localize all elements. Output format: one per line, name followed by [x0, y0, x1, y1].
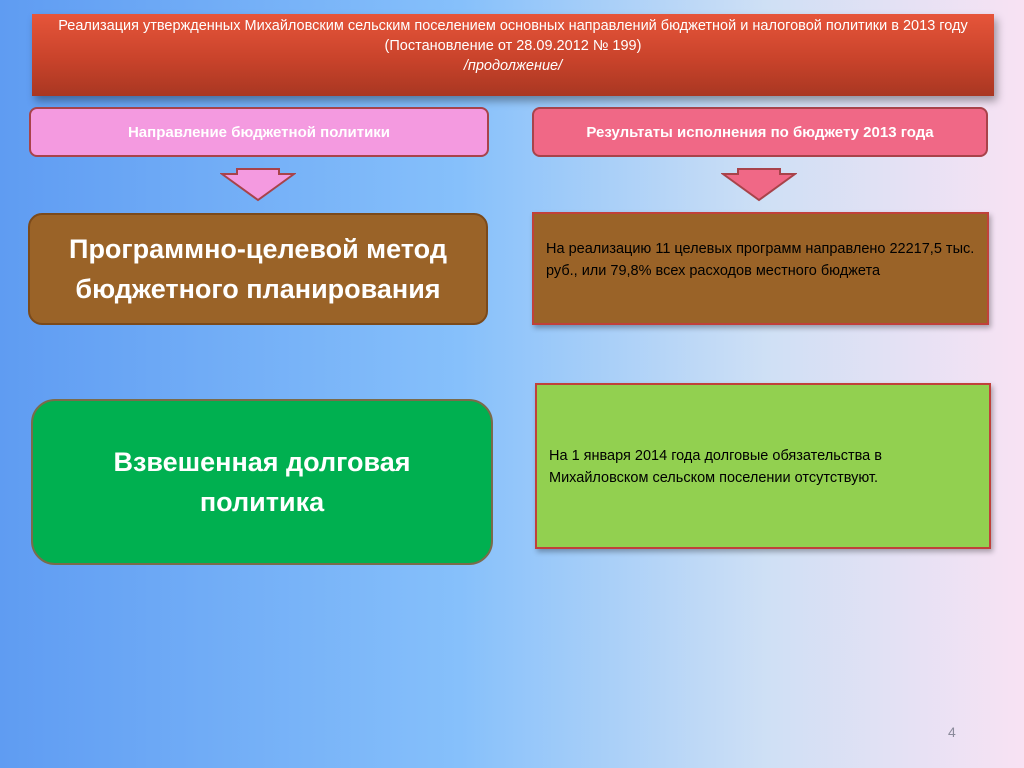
debt-policy-label: Взвешенная долговая политика	[113, 447, 411, 517]
target-programs-result-box: На реализацию 11 целевых программ направ…	[532, 212, 989, 325]
header-right-label: Результаты исполнения по бюджету 2013 го…	[586, 123, 934, 141]
debt-result-box: На 1 января 2014 года долговые обязатель…	[535, 383, 991, 549]
debt-policy-box: Взвешенная долговая политика	[31, 399, 493, 565]
program-target-method-box: Программно-целевой метод бюджетного план…	[28, 213, 488, 325]
header-budget-policy-direction: Направление бюджетной политики	[29, 107, 489, 157]
slide-title: Реализация утвержденных Михайловским сел…	[32, 14, 994, 96]
debt-result-text: На 1 января 2014 года долговые обязатель…	[549, 448, 882, 486]
down-arrow-icon-left	[220, 168, 296, 202]
target-programs-result-text: На реализацию 11 целевых программ направ…	[546, 241, 975, 279]
header-left-label: Направление бюджетной политики	[127, 123, 391, 141]
program-target-method-label: Программно-целевой метод бюджетного план…	[69, 234, 447, 304]
title-main: Реализация утвержденных Михайловским сел…	[58, 18, 968, 34]
title-decree: (Постановление от 28.09.2012 № 199)	[384, 38, 642, 54]
header-budget-results: Результаты исполнения по бюджету 2013 го…	[532, 107, 988, 157]
page-number: 4	[948, 724, 956, 740]
down-arrow-icon-right	[721, 168, 797, 202]
title-continuation: /продолжение/	[463, 58, 563, 74]
